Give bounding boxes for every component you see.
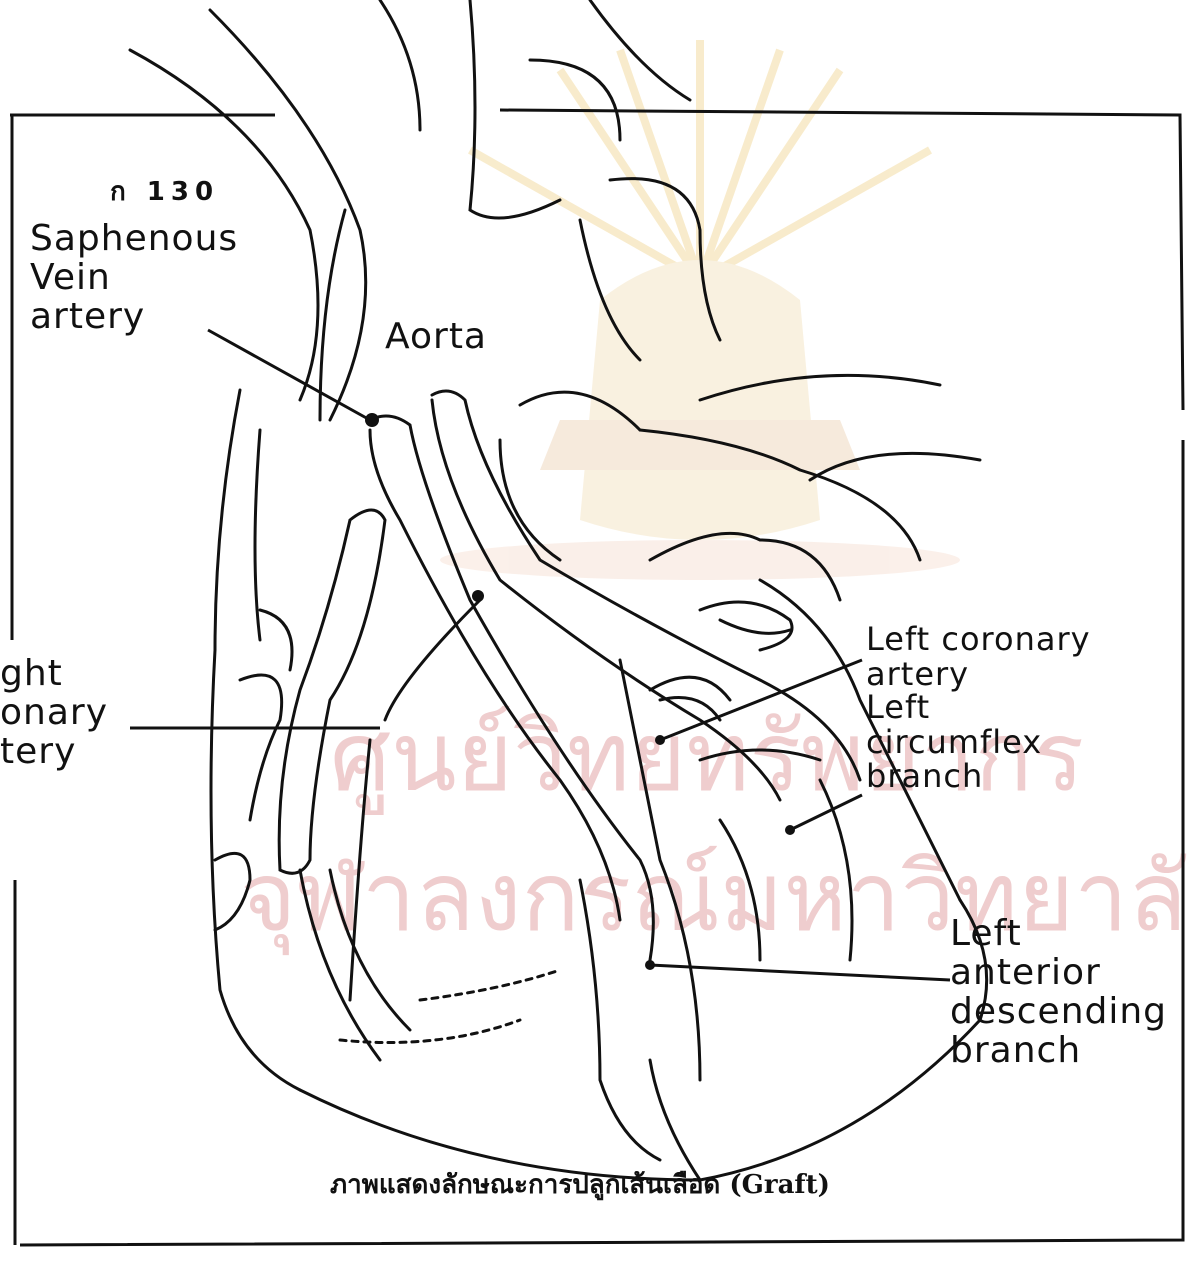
university-seal-watermark — [440, 40, 960, 580]
page-number: ก 130 — [110, 178, 219, 206]
right-coronary-label: ght onary tery — [0, 655, 108, 772]
lad-pointer — [650, 965, 950, 980]
saphenous-pointer — [208, 330, 370, 420]
left-coronary-label: Left coronary artery — [866, 622, 1091, 691]
saphenous-vein-label: Saphenous Vein artery — [30, 220, 238, 337]
aorta-label: Aorta — [385, 318, 487, 357]
left-anterior-descending-label: Left anterior descending branch — [950, 915, 1167, 1071]
figure-caption: ภาพแสดงลักษณะการปลูกเส้นเลือด (Graft) — [330, 1164, 830, 1205]
heart-outline — [130, 0, 987, 1180]
left-circumflex-label: Left circumflex branch — [866, 690, 1042, 794]
